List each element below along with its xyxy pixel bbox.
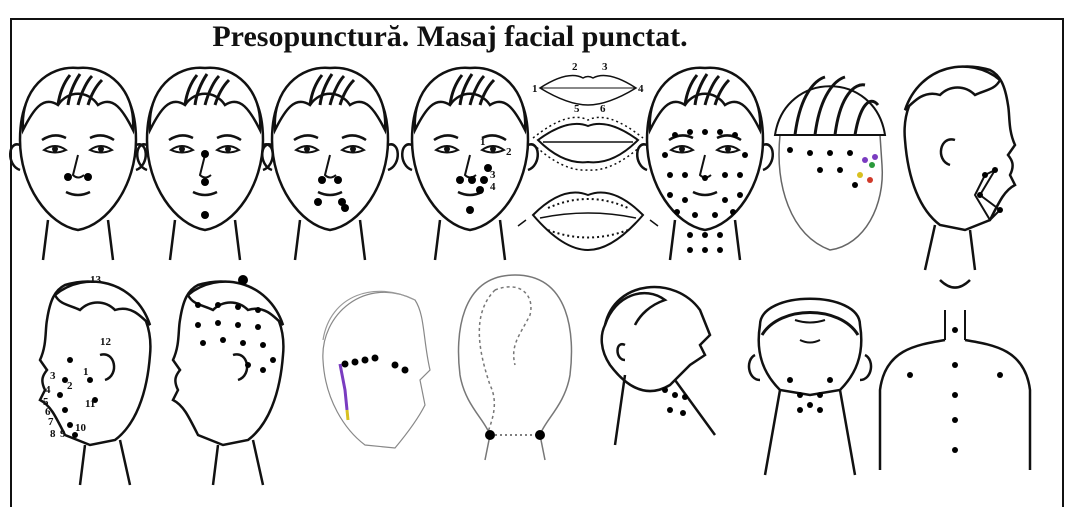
eye-number-label: 4 [490,181,496,193]
lip-number-label: 1 [532,83,538,95]
profile-number-label: 7 [48,416,54,428]
profile-number-label: 3 [50,370,56,382]
lip-number-label: 3 [602,61,608,73]
head-back-view [459,275,572,460]
face-4: 1 2 3 4 [402,68,538,260]
profile-number-label: 10 [75,422,87,434]
eye-number-label: 2 [506,146,512,158]
torso-front [880,280,1030,470]
profile-number-label: 11 [85,398,95,410]
lip-number-label: 5 [574,103,580,115]
profile-number-label: 12 [100,336,112,348]
face-dotted [637,68,773,260]
profile-sketch-colored [323,291,430,448]
head-looking-up [749,299,871,475]
profile-number-label: 2 [67,380,73,392]
profile-facing-left [905,66,1015,270]
head-tilted-neck [602,287,715,445]
head-with-cap [775,77,885,250]
eye-number-label: 1 [480,136,486,148]
face-3 [262,68,398,260]
eye-number-label: 3 [490,169,496,181]
lip-number-label: 2 [572,61,578,73]
profile-number-label: 8 [50,428,56,440]
profile-number-label: 13 [90,274,102,286]
profile-number-label: 1 [83,366,89,378]
face-2 [137,68,273,260]
profile-number-label: 4 [45,384,51,396]
profile-number-label: 9 [60,428,66,440]
lip-number-label: 6 [600,103,606,115]
profile-numbered: 13 12 1 2 3 4 5 6 7 8 9 10 11 [40,274,150,485]
lip-number-label: 4 [638,83,644,95]
face-1 [10,68,146,260]
profile-dotted-head [173,275,283,485]
